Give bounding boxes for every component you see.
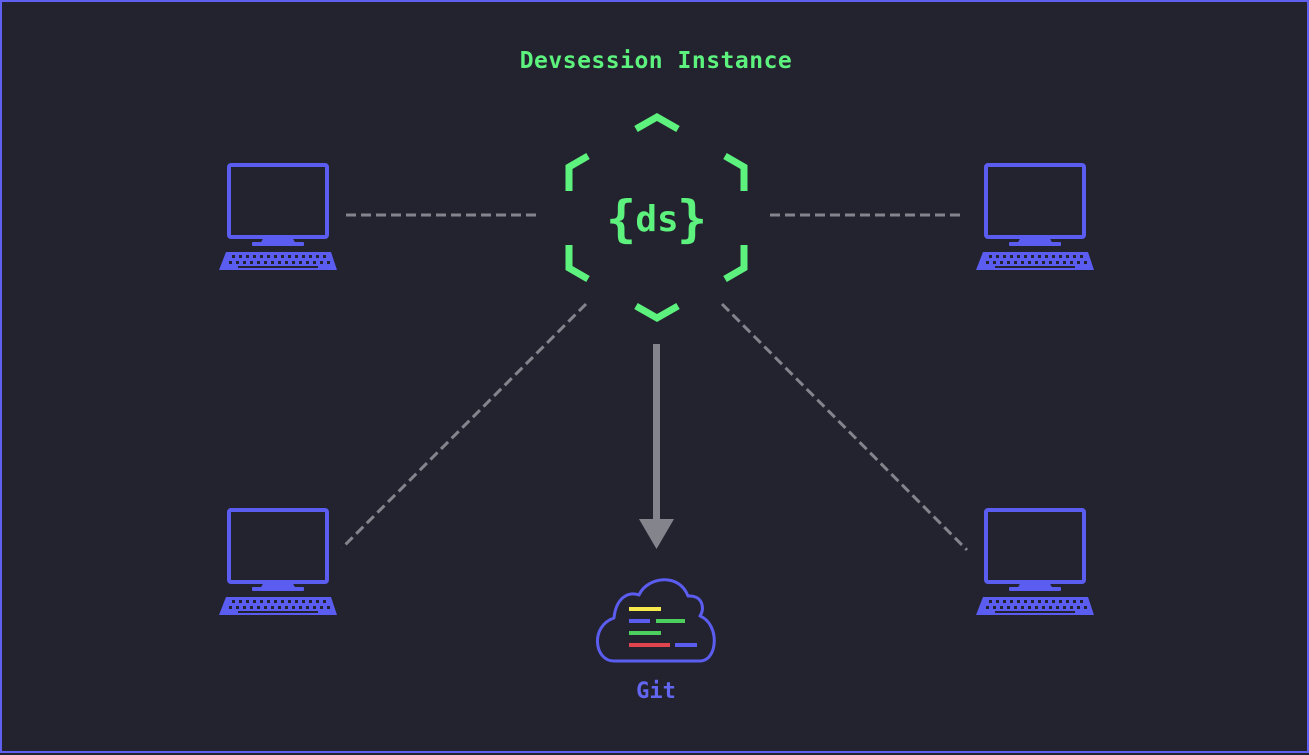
- cloud-code-icon: [596, 578, 716, 663]
- logo-right-brace: }: [677, 190, 707, 248]
- computer-bottom-right: [974, 508, 1096, 617]
- computer-top-right: [974, 163, 1096, 272]
- logo-text: { ds }: [606, 190, 707, 248]
- connector-lines: [340, 213, 969, 552]
- git-label: Git: [636, 679, 676, 704]
- hexagon-logo-icon: [565, 112, 748, 323]
- connector-bottom-right: [720, 302, 969, 552]
- arrow-down-icon: [639, 344, 674, 549]
- instance-title: Devsession Instance: [519, 48, 793, 74]
- computer-bottom-left: [217, 508, 339, 617]
- connector-bottom-left: [340, 302, 588, 550]
- computer-top-left: [217, 163, 339, 272]
- logo-ds-text: ds: [635, 199, 678, 240]
- logo-left-brace: {: [606, 190, 636, 248]
